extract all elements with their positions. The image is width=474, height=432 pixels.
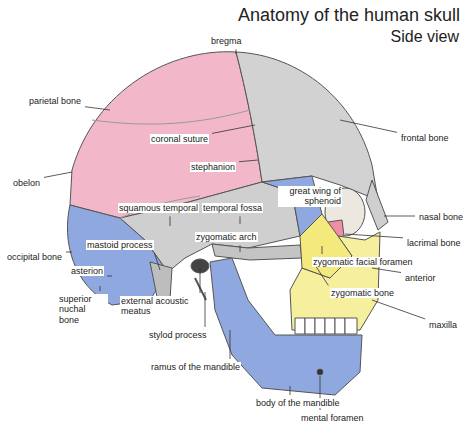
part-label: parietal bone [28,96,82,106]
part-label: external acoustic meatus [120,296,202,317]
leader-line [315,265,328,285]
leader-line [230,330,231,359]
leader-line [322,246,323,254]
part-label: lacrimal bone [406,238,462,248]
part-label: superior nuchal bone [58,294,108,325]
part-label: zygomatic arch [195,232,258,242]
part-label: frontal bone [400,133,450,143]
leader-line [384,216,415,217]
leader-line [66,252,72,253]
part-label: stephanion [190,162,236,172]
part-label: nasal bone [418,212,464,222]
leader-line [236,49,237,54]
leader-line [154,253,160,270]
diagram-title: Anatomy of the human skull [238,6,460,26]
part-label: coronal suture [150,134,209,144]
leader-line [212,125,255,133]
mandible [210,258,362,395]
part-label: mastoid process [86,240,154,250]
part-label: zygomatic bone [330,288,395,298]
zygomatic-bone [300,214,352,278]
part-label: zygomatic facial foramen [312,257,414,267]
part-label: body of the mandible [255,398,341,408]
part-label: temporal fossa [202,203,263,213]
leader-line [240,245,241,252]
part-label: ramus of the mandible [150,362,241,372]
leader-line [345,234,403,238]
leader-line [372,268,401,273]
part-label: asterion [70,266,104,276]
nasal-bone [366,180,388,230]
part-label: bregma [210,36,243,46]
leader-line [240,216,241,224]
part-label: stylod process [148,330,208,340]
leader-line [85,107,110,110]
part-label: Side view [390,28,460,46]
mental-foramen-hole [317,369,323,375]
leader-line [239,160,258,162]
zygomatic-arch [212,244,302,260]
leader-line [372,300,425,319]
leader-line [200,268,201,293]
leader-line [205,292,206,327]
part-label: occipital bone [6,252,63,262]
leader-line [100,286,101,291]
teeth [295,318,357,334]
part-label: squamous temporal [118,203,199,213]
suture-lines [92,110,250,218]
part-label: obelon [12,178,41,188]
leader-line [290,386,291,395]
leader-line [44,172,72,177]
part-label: anterior [404,273,437,283]
part-label: maxilla [428,320,458,330]
part-label: mental foramen [300,413,365,423]
leader-line [340,120,397,132]
leader-line [170,216,171,226]
part-label: great wing of sphenoid [278,186,342,207]
leader-line [107,276,112,277]
